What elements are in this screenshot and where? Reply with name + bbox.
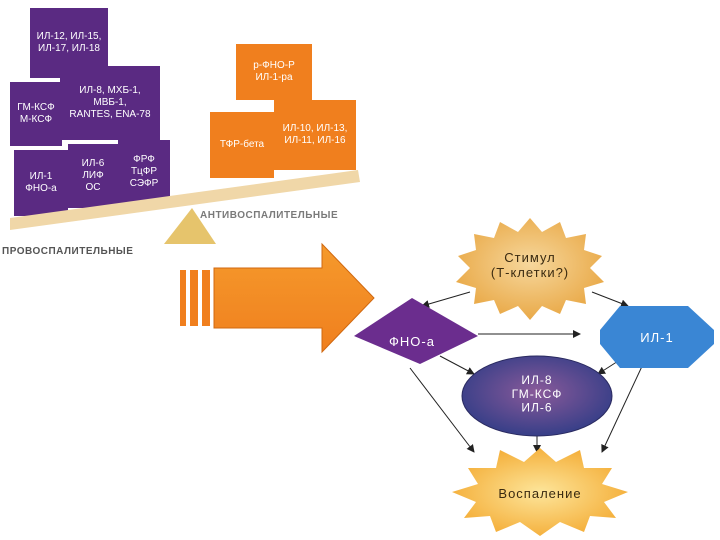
il1-octagon: [600, 306, 714, 368]
pro-box-gmcsf: ГМ-КСФ М-КСФ: [10, 82, 62, 146]
anti-box-rtnf: р-ФНО-Р ИЛ-1-ра: [236, 44, 312, 100]
arrow-stimulus-to-tnf: [421, 291, 471, 308]
stimulus-burst: [456, 218, 604, 320]
tnf-text: ФНО-а: [389, 334, 435, 349]
inflammation-burst: [452, 448, 628, 536]
inflammation-text: Воспаление: [498, 486, 581, 501]
arrow-tnf-to-center: [439, 355, 475, 375]
stimulus-text: Стимул(Т-клетки?): [491, 250, 569, 280]
pro-box-il8: ИЛ-8, МХБ-1, МВБ-1, RANTES, ENA-78: [60, 66, 160, 140]
anti-inflammatory-label: АНТИВОСПАЛИТЕЛЬНЫЕ: [200, 210, 339, 221]
pro-inflammatory-label: ПРОВОСПАЛИТЕЛЬНЫЕ: [2, 246, 134, 257]
anti-box-tgf: ТФР-бета: [210, 112, 274, 178]
arrow-stimulus-to-il1: [591, 291, 629, 308]
anti-box-il10: ИЛ-10, ИЛ-13, ИЛ-11, ИЛ-16: [274, 100, 356, 170]
il1-text: ИЛ-1: [640, 330, 673, 345]
tnf-triangle: [354, 298, 478, 336]
center-ellipse: [461, 355, 613, 437]
arrow-il1-to-inflammation: [601, 361, 645, 453]
arrow-tnf-to-inflammation: [409, 367, 475, 453]
